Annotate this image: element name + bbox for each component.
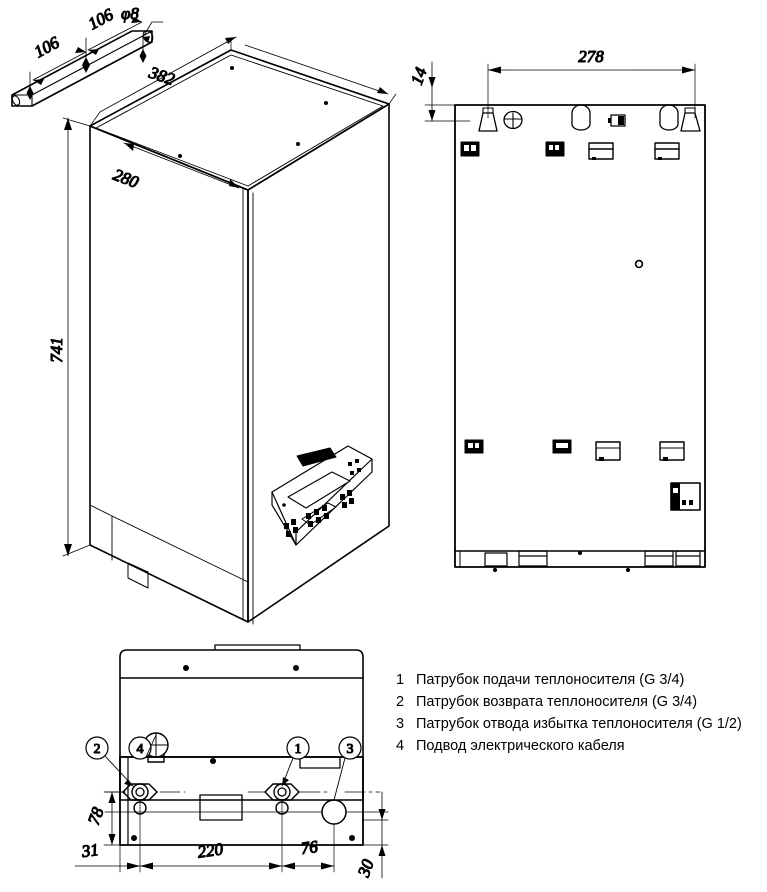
dim-bracket-hole-dia: φ8 [121,4,139,23]
balloon-4-label: 4 [137,742,144,757]
legend-num-2: 2 [396,694,404,710]
rear-upper-brackets [460,141,680,160]
legend-num-1: 1 [396,672,404,688]
dim-bottom-center-span: 220 [196,839,224,861]
isometric-view [62,36,397,625]
balloon-4 [128,734,157,760]
dim-bottom-left-offset: 31 [80,840,100,861]
control-panel[interactable] [271,445,373,546]
balloon-1-label: 1 [295,742,302,757]
panel-keypad[interactable] [306,505,329,527]
dim-iso-height: 741 [47,337,66,363]
rear-center-hole [634,259,644,269]
panel-leds [348,459,361,475]
bottom-center-plate [199,794,243,821]
balloon-2-label: 2 [94,742,101,757]
rear-top-fittings [478,104,701,132]
bottom-view [74,644,389,879]
legend-text-1: Патрубок подачи теплоносителя (G 3/4) [416,672,684,688]
legend-text-4: Подвод электрического кабеля [416,738,625,754]
balloon-3 [333,736,362,801]
rear-lower-brackets [464,439,701,511]
balloon-2 [85,736,134,787]
mounting-bracket-detail [11,17,164,107]
legend-num-3: 3 [396,716,404,732]
panel-button-left[interactable] [284,519,298,537]
dim-bottom-right-span: 76 [299,837,319,858]
panel-button-right[interactable] [340,490,354,508]
balloon-3-label: 3 [347,742,354,757]
legend-text-2: Патрубок возврата теплоносителя (G 3/4) [416,694,697,710]
dim-rear-mount-spacing: 278 [578,47,604,66]
rear-view [424,61,706,573]
legend-text-3: Патрубок отвода избытка теплоносителя (G… [416,716,742,732]
legend: 1 Патрубок подачи теплоносителя (G 3/4) … [396,672,742,754]
balloon-1 [281,736,310,787]
legend-num-4: 4 [396,738,404,754]
